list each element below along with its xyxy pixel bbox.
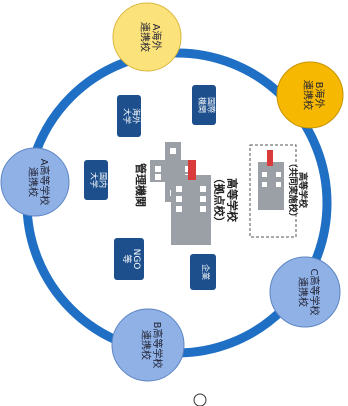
box-overseas-univ: 海外大学 xyxy=(117,95,142,137)
node-partner-a-label: A高等学校連携校 xyxy=(26,159,51,206)
box-domestic-univ-label: 国内大学 xyxy=(89,172,108,188)
node-partner-a: A高等学校連携校 xyxy=(0,147,70,217)
box-overseas-univ-label: 海外大学 xyxy=(122,108,141,124)
box-company: 企業 xyxy=(190,254,216,290)
hub-school-label: 高等学校（拠点校） xyxy=(213,173,240,228)
box-ngo: NGO等 xyxy=(114,238,144,280)
node-overseas-b-label: B海外連携校 xyxy=(301,80,326,110)
box-intl-org: 国際機関 xyxy=(192,85,217,125)
emblem-icon xyxy=(193,393,207,406)
node-overseas-b: B海外連携校 xyxy=(276,61,344,129)
node-partner-c: C高等学校連携校 xyxy=(269,256,341,328)
admin-label: 管理機関 xyxy=(134,163,148,207)
node-partner-c-label: C高等学校連携校 xyxy=(296,269,321,316)
node-partner-b-label: B高等学校連携校 xyxy=(139,322,164,369)
hub-school-building-icon xyxy=(171,160,211,245)
node-overseas-a: A海外連携校 xyxy=(112,2,182,72)
box-company-label: 企業 xyxy=(201,264,211,280)
box-domestic-univ: 国内大学 xyxy=(84,160,109,200)
box-intl-org-label: 国際機関 xyxy=(197,97,216,113)
box-ngo-label: NGO等 xyxy=(121,249,141,270)
joint-school-area xyxy=(249,144,297,238)
node-partner-b: B高等学校連携校 xyxy=(111,308,185,382)
joint-school-label: 高等学校（共同実施校） xyxy=(287,158,309,221)
node-overseas-a-label: A海外連携校 xyxy=(138,22,163,52)
